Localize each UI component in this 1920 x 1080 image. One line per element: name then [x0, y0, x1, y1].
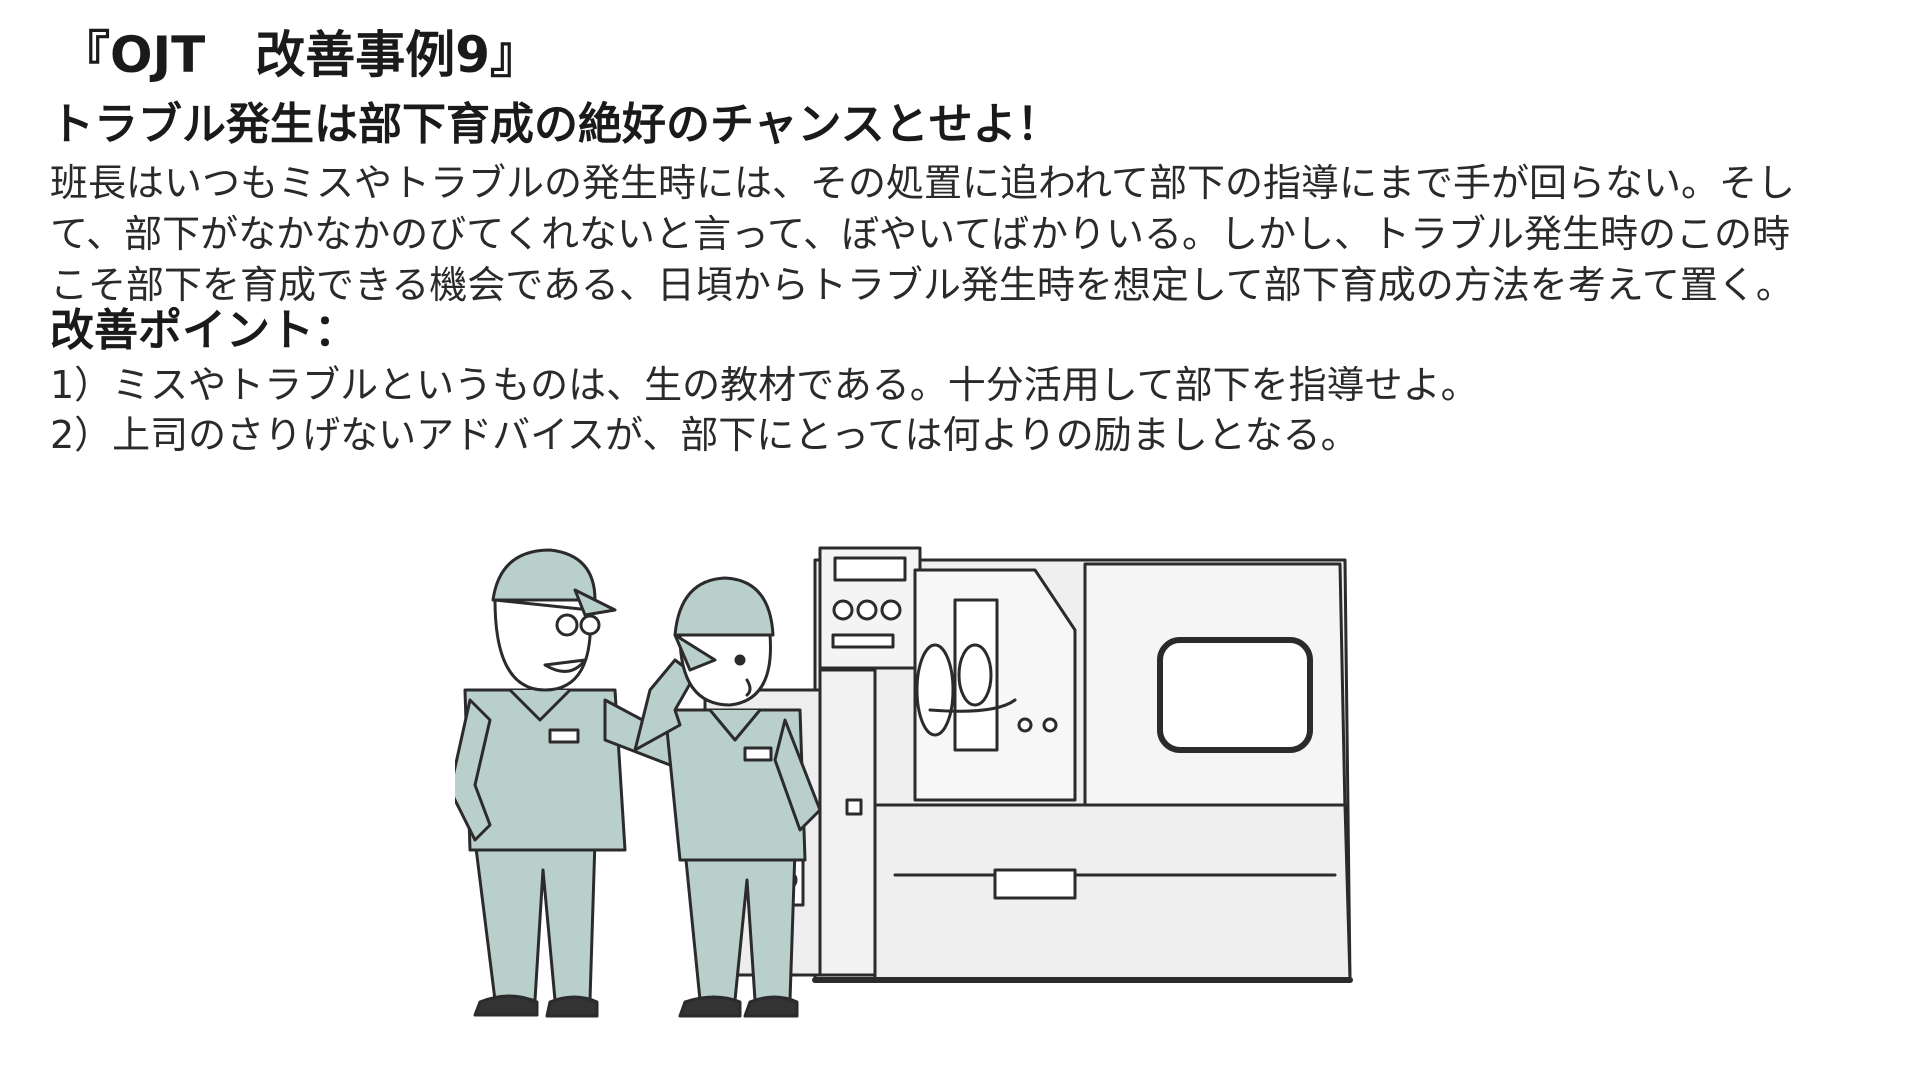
body-line: こそ部下を育成できる機会である、日頃からトラブル発生時を想定して部下育成の方法を… — [50, 263, 1794, 307]
slide-title: 『OJT 改善事例9』 — [60, 26, 541, 84]
point-item: 1）ミスやトラブルというものは、生の教材である。十分活用して部下を指導せよ。 — [50, 363, 1479, 407]
body-paragraph: 班長はいつもミスやトラブルの発生時には、その処置に追われて部下の指導にまで手が回… — [50, 158, 1910, 311]
points-heading: 改善ポイント： — [50, 305, 358, 356]
body-line: て、部下がなかなかのびてくれないと言って、ぼやいてばかりいる。しかし、トラブル発… — [50, 212, 1791, 256]
subordinate-figure — [633, 576, 822, 1018]
supervisor-figure — [455, 548, 682, 1018]
body-line: 班長はいつもミスやトラブルの発生時には、その処置に追われて部下の指導にまで手が回… — [50, 161, 1795, 205]
points-list: 1）ミスやトラブルというものは、生の教材である。十分活用して部下を指導せよ。 2… — [50, 360, 1479, 460]
point-item: 2）上司のさりげないアドバイスが、部下にとっては何よりの励ましとなる。 — [50, 413, 1359, 457]
headline: トラブル発生は部下育成の絶好のチャンスとせよ！ — [50, 99, 1061, 150]
illustration — [455, 546, 1353, 1018]
